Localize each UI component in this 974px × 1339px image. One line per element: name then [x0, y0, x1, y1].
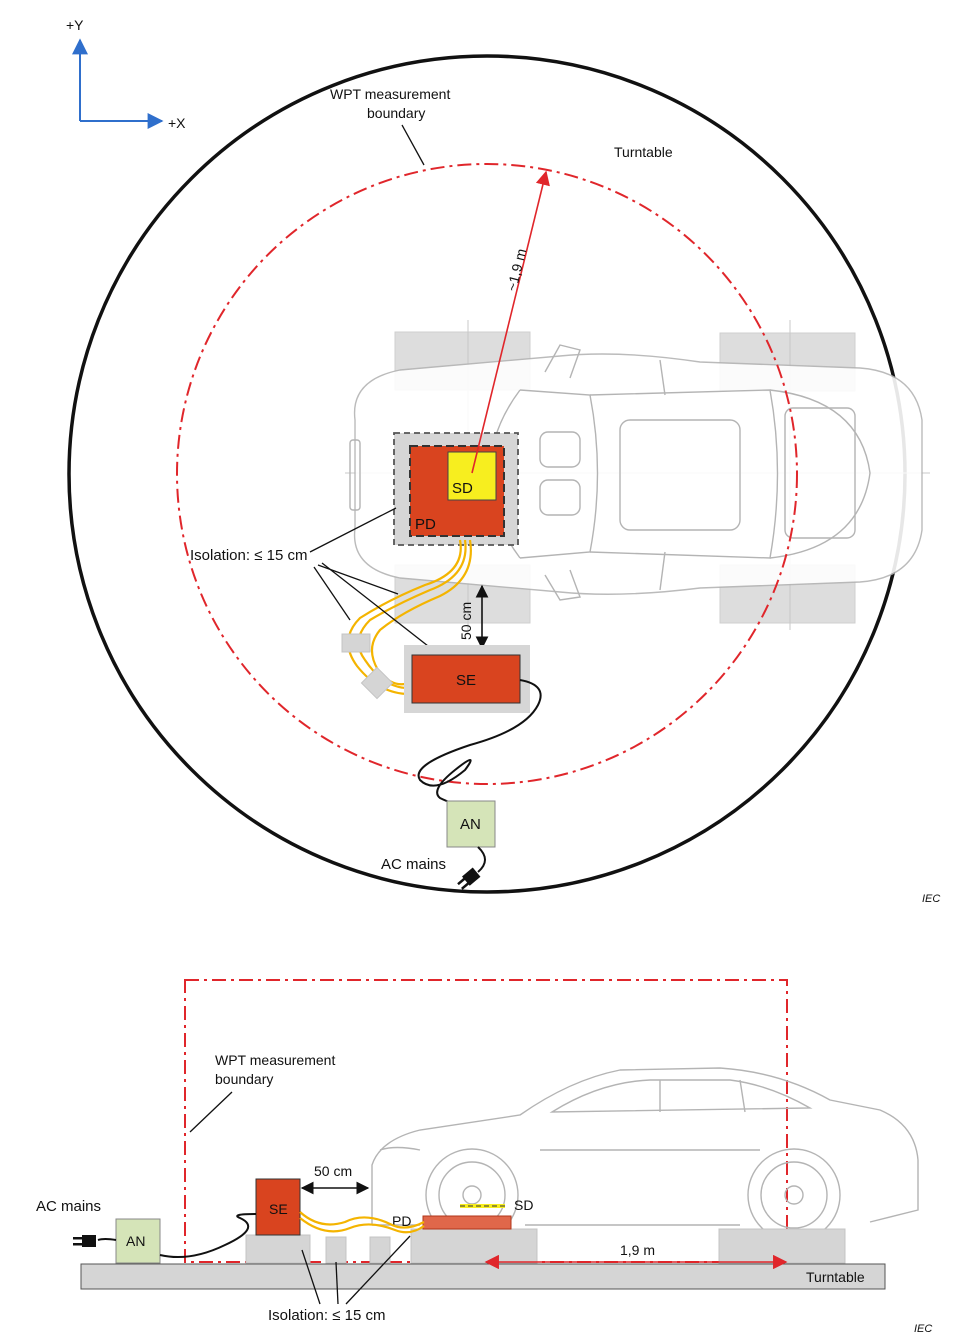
car-side-view: [371, 1067, 919, 1242]
an-label: AN: [460, 816, 481, 833]
wpt-boundary-circle: [176, 163, 798, 785]
side-sd-label: SD: [514, 1197, 533, 1213]
se-label: SE: [456, 672, 476, 689]
plug-icon: [457, 867, 481, 890]
side-isolation-label: Isolation: ≤ 15 cm: [268, 1307, 385, 1324]
ac-mains-label: AC mains: [381, 856, 446, 873]
side-boundary-label-line1: WPT measurement: [215, 1052, 335, 1068]
side-view: WPT measurement boundary Turnta: [36, 979, 932, 1335]
side-pad-front-wheel: [410, 1228, 538, 1264]
axis-x-label: +X: [168, 115, 186, 131]
side-pad-rear-wheel: [718, 1228, 846, 1264]
side-isolation-block-1: [325, 1236, 347, 1264]
boundary-label-line1: WPT measurement: [330, 86, 450, 102]
isolation-block-2: [360, 666, 394, 700]
axis-y-label: +Y: [66, 17, 84, 33]
side-turntable-label: Turntable: [806, 1269, 865, 1285]
supply-equipment: [411, 654, 521, 704]
side-an-se-cable: [159, 1213, 257, 1258]
side-artificial-network: [115, 1218, 161, 1264]
boundary-label-line2: boundary: [367, 105, 425, 121]
se-an-cable: [417, 679, 542, 806]
side-boundary-label-line2: boundary: [215, 1071, 273, 1087]
distance-label: 50 cm: [458, 602, 474, 640]
side-pad-se: [245, 1234, 311, 1264]
side-an-label: AN: [126, 1233, 145, 1249]
side-se-label: SE: [269, 1201, 288, 1217]
iec-label-top: IEC: [922, 893, 940, 905]
secondary-device: [447, 451, 497, 501]
side-supply-equipment: [255, 1178, 301, 1236]
isolation-block-1: [341, 633, 371, 653]
turntable-label: Turntable: [614, 144, 673, 160]
side-plug-icon: [73, 1235, 96, 1247]
top-view: +Y +X: [66, 17, 940, 905]
iec-label-bottom: IEC: [914, 1323, 932, 1335]
sd-label: SD: [452, 480, 473, 497]
side-pd-label: PD: [392, 1213, 411, 1229]
pd-label: PD: [415, 516, 436, 533]
isolation-label: Isolation: ≤ 15 cm: [190, 547, 307, 564]
radius-label: ~1,9 m: [503, 247, 529, 293]
wpt-boundary-rectangle: [184, 979, 788, 1263]
primary-device-assembly: SD PD: [393, 432, 519, 546]
side-distance-label: 50 cm: [314, 1163, 352, 1179]
side-turntable: [80, 1263, 886, 1290]
axis-indicator: +Y +X: [66, 17, 186, 131]
radius-arrow: [471, 170, 550, 474]
side-ac-mains-label: AC mains: [36, 1198, 101, 1215]
side-width-label: 1,9 m: [620, 1242, 655, 1258]
primary-device-outline: [409, 445, 505, 537]
side-primary-device: [422, 1215, 512, 1230]
artificial-network: [446, 800, 496, 848]
side-isolation-block-2: [369, 1236, 391, 1264]
